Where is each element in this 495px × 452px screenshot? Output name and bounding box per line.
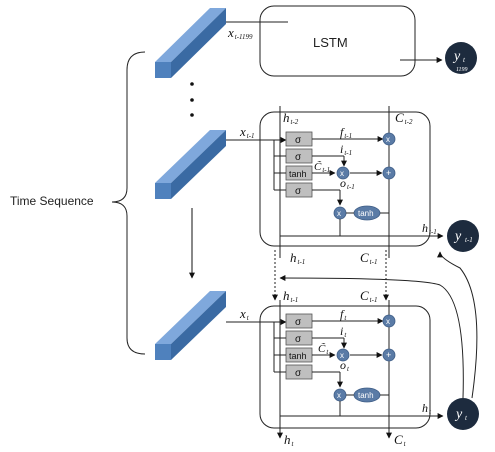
svg-text:1199: 1199 <box>456 67 468 73</box>
top-input-label: xt-1199 <box>227 25 253 41</box>
cur-forget-gate: σ <box>285 313 313 329</box>
prev-tanh-op: tanh <box>353 205 381 221</box>
output-node-prev: y t-1 <box>447 220 479 252</box>
feedback-arrow-inner <box>279 275 464 399</box>
prev-c-in-label: Ct-2 <box>395 110 413 126</box>
svg-text:σ: σ <box>295 317 302 328</box>
cur-x-label: xt <box>239 306 250 322</box>
prev-add-op: + <box>382 166 396 180</box>
svg-text:σ: σ <box>295 368 302 379</box>
prev-x-label: xt-1 <box>239 124 255 140</box>
lstm-cell-cur <box>259 305 431 429</box>
cur-forget-mult-op: x <box>382 314 396 328</box>
cur-input-mult-op: x <box>336 348 350 362</box>
svg-text:x: x <box>340 351 344 360</box>
cur-i-label: it <box>340 324 347 339</box>
lstm-box-top <box>259 5 416 77</box>
lstm-label: LSTM <box>313 35 348 50</box>
prev-h-in-label: ht-2 <box>283 110 299 126</box>
prev-c-out-label: Ct-1 <box>360 250 377 266</box>
feedback-arrow-outer <box>437 251 478 399</box>
cur-input-gate: σ <box>285 330 313 346</box>
svg-text:tanh: tanh <box>358 391 374 400</box>
prev-forget-gate: σ <box>285 131 313 147</box>
svg-text:y: y <box>454 407 463 422</box>
svg-text:tanh: tanh <box>289 169 307 179</box>
prev-o-label: ot-1 <box>340 176 355 191</box>
svg-text:+: + <box>386 168 391 178</box>
time-sequence-brace <box>111 51 146 355</box>
svg-text:t-1: t-1 <box>465 236 473 244</box>
prev-forget-mult-op: x <box>382 132 396 146</box>
cur-h-out-label: ht <box>422 401 432 416</box>
cur-h-bottom-label: ht <box>284 432 295 448</box>
prev-f-label: ft-1 <box>340 125 352 140</box>
prev-output-gate: σ <box>285 182 313 198</box>
output-node-top: y t 1199 <box>445 42 477 74</box>
output-node-cur: y t <box>447 398 479 430</box>
cur-add-op: + <box>382 348 396 362</box>
cur-f-label: ft <box>340 307 347 322</box>
prev-h-bottom-label: ht-1 <box>290 250 305 266</box>
svg-text:σ: σ <box>295 152 302 163</box>
prev-i-label: it-1 <box>340 142 352 157</box>
prev-input-mult-op: x <box>336 166 350 180</box>
input-prism-middle <box>155 130 226 199</box>
cur-output-mult-op: x <box>333 388 347 402</box>
cur-c-in-label: Ct-1 <box>360 288 377 304</box>
prev-output-mult-op: x <box>333 206 347 220</box>
svg-text:tanh: tanh <box>358 209 374 218</box>
svg-text:x: x <box>337 391 341 400</box>
input-prism-bottom <box>155 291 226 360</box>
cur-ct-label: C̃t <box>318 342 329 356</box>
prev-input-gate: σ <box>285 148 313 164</box>
cur-o-label: ot <box>340 358 350 373</box>
svg-text:σ: σ <box>295 135 302 146</box>
prev-candidate-gate: tanh <box>285 165 313 181</box>
svg-text:x: x <box>340 169 344 178</box>
svg-text:y: y <box>453 229 462 244</box>
input-prism-top <box>155 8 226 78</box>
prev-ct-label: C̃t-1 <box>314 160 330 174</box>
cur-candidate-gate: tanh <box>285 347 313 363</box>
svg-text:x: x <box>386 317 390 326</box>
svg-text:t: t <box>465 414 468 422</box>
cur-c-bottom-label: Ct <box>394 432 407 448</box>
lstm-cell-prev <box>259 111 431 247</box>
svg-text:σ: σ <box>295 186 302 197</box>
cur-h-in-label: ht-1 <box>283 288 298 304</box>
cur-tanh-op: tanh <box>353 387 381 403</box>
svg-text:y: y <box>452 49 461 64</box>
svg-text:x: x <box>337 209 341 218</box>
svg-text:tanh: tanh <box>289 351 307 361</box>
svg-text:+: + <box>386 350 391 360</box>
svg-text:x: x <box>386 135 390 144</box>
time-sequence-label: Time Sequence <box>10 194 94 208</box>
prev-h-out-label: ht-1 <box>422 221 437 236</box>
svg-text:σ: σ <box>295 334 302 345</box>
svg-text:t: t <box>463 56 466 64</box>
cur-output-gate: σ <box>285 364 313 380</box>
ellipsis-dots <box>190 82 194 117</box>
